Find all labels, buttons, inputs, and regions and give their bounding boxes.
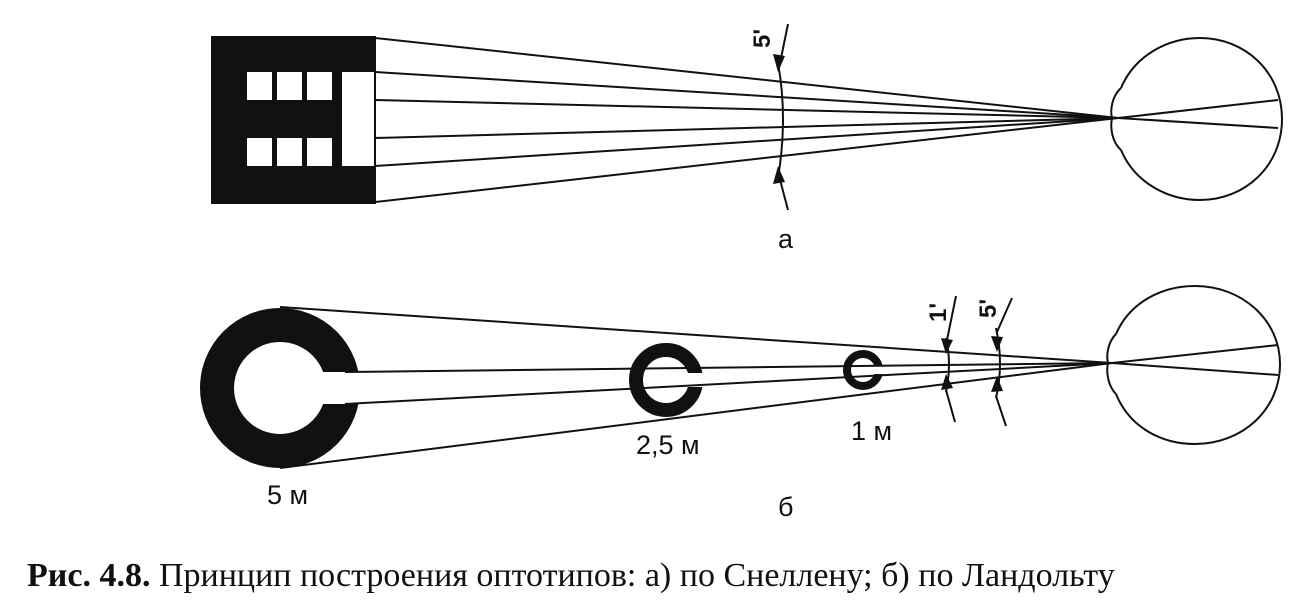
landolt-ring-2-5m [629,343,703,417]
landolt-ring-5m [200,308,360,468]
arrow-up-icon [773,166,785,184]
distance-label-5m: 5 м [267,480,308,510]
optotype-diagram: 5' а [200,23,1284,522]
snellen-e-optotype [211,36,376,204]
snellen-panel: 5' а [211,23,1284,254]
caption-prefix: Рис. 4.8. [27,557,151,594]
arrow-down-icon [941,338,953,354]
snellen-rays [374,37,1279,203]
landolt-angle-marker-2 [995,297,1013,427]
landolt-panel: 1' 5' 5 м 2,5 м 1 м б [200,284,1282,522]
eye-icon [1106,284,1282,446]
landolt-angle-label-1: 1' [925,303,952,322]
arrow-up-icon [991,376,1003,392]
landolt-ring-1m [843,350,883,390]
arrow-up-icon [941,374,953,390]
arrow-down-icon [991,336,1003,352]
distance-label-1m: 1 м [851,416,892,446]
panel-a-label: а [778,224,794,254]
panel-b-label: б [778,492,793,522]
distance-label-2-5m: 2,5 м [636,430,700,460]
eye-icon [1110,36,1284,202]
landolt-angle-label-2: 5' [975,299,1002,318]
caption-text: Принцип построения оптотипов: а) по Снел… [158,557,1115,594]
arrow-down-icon [773,54,785,72]
snellen-angle-label: 5' [749,29,776,48]
figure-caption: Рис. 4.8. Принцип построения оптотипов: … [27,556,1307,596]
landolt-rays [279,306,1279,469]
